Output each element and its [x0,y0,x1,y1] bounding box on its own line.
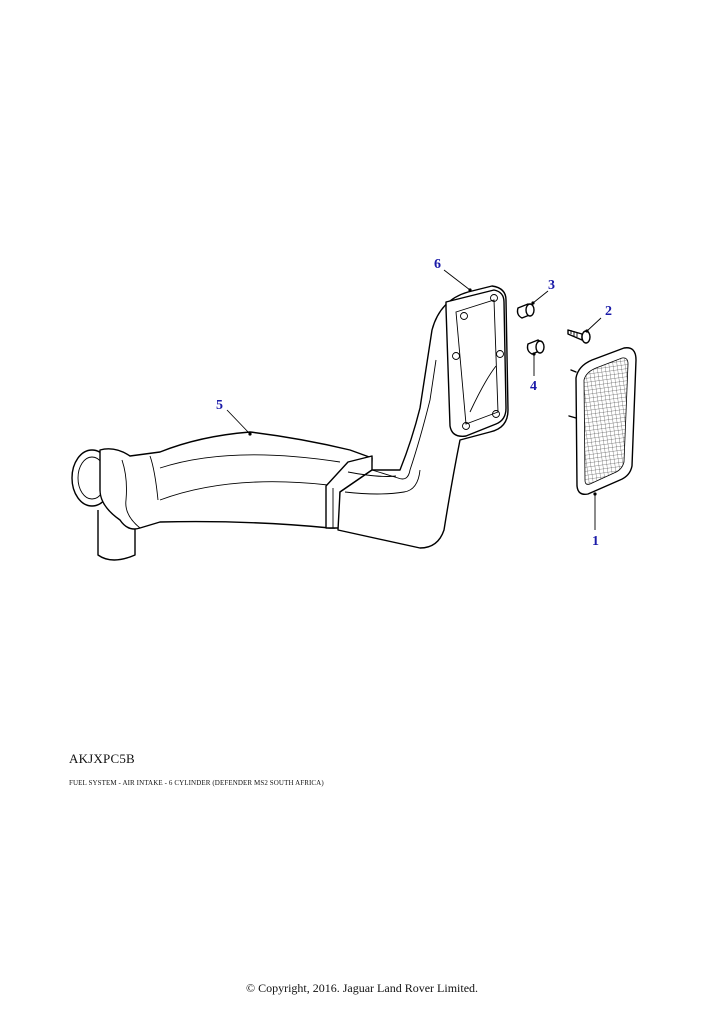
drawing-code: AKJXPC5B [69,751,135,766]
bolt-part-4 [526,339,545,355]
bolt-part-3 [516,303,535,319]
callout-6: 6 [434,257,441,272]
callout-4: 4 [530,379,537,394]
intake-duct-lower [71,431,373,561]
leader-lines [226,269,602,530]
callout-5: 5 [216,398,223,413]
callout-2: 2 [605,304,612,319]
copyright-notice: © Copyright, 2016. Jaguar Land Rover Lim… [245,981,479,995]
mesh-grille [568,347,637,496]
callout-3: 3 [548,278,555,293]
screw-part-2 [567,329,591,344]
drawing-title: FUEL SYSTEM - AIR INTAKE - 6 CYLINDER (D… [69,779,324,787]
callout-1: 1 [592,534,599,549]
snorkel-body [337,285,509,549]
